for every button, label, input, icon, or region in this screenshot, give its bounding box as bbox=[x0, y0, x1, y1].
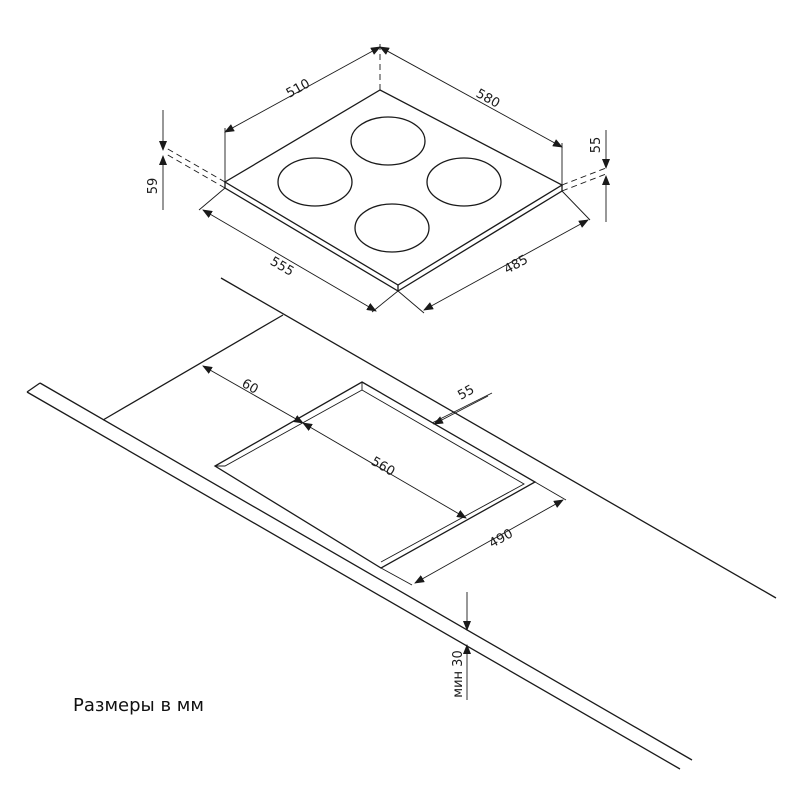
burner-right bbox=[426, 157, 502, 207]
dim-cutout-rear-offset: 55 bbox=[455, 382, 477, 403]
burner-left bbox=[277, 157, 353, 207]
countertop: 60 560 55 490 мин 30 bbox=[26, 277, 777, 770]
dim-hob-body-width: 555 bbox=[267, 254, 296, 279]
dim-cutout-front-offset: 60 bbox=[239, 376, 261, 397]
hob: 510 580 555 485 59 55 bbox=[146, 44, 610, 314]
dim-line-485 bbox=[423, 219, 589, 311]
dim-line-60 bbox=[202, 365, 304, 424]
dim-hob-body-depth: 485 bbox=[502, 252, 531, 277]
dim-line-490 bbox=[414, 499, 564, 584]
dim-line-510 bbox=[224, 46, 381, 133]
dim-line-555 bbox=[202, 209, 377, 312]
burner-front bbox=[354, 203, 430, 253]
burner-rear bbox=[350, 116, 426, 166]
units-caption: Размеры в мм bbox=[73, 695, 204, 716]
dim-countertop-thickness: мин 30 bbox=[451, 650, 466, 697]
dim-hob-height-right: 55 bbox=[589, 137, 604, 154]
dim-hob-height-left: 59 bbox=[146, 178, 161, 195]
dim-cutout-depth: 490 bbox=[487, 526, 516, 551]
dim-hob-width: 580 bbox=[473, 86, 502, 111]
dim-line-580 bbox=[379, 46, 563, 148]
dim-hob-depth: 510 bbox=[284, 76, 313, 101]
